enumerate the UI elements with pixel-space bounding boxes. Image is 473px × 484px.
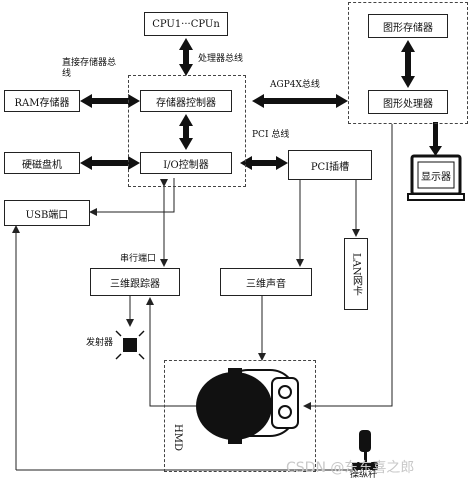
io-controller-block: I/O控制器	[140, 152, 232, 174]
cpu-block: CPU1···CPUn	[144, 12, 228, 36]
pci-bus-arrow	[240, 156, 288, 170]
pci-bus-label: PCI 总线	[252, 130, 290, 140]
lan-card-block: LAN网卡	[344, 238, 368, 310]
hmd-region	[164, 360, 316, 472]
emitter-icon	[115, 330, 145, 360]
joystick-label: 操纵杆	[350, 470, 378, 480]
hdd-label: 硬磁盘机	[22, 159, 62, 171]
usb-port-block: USB端口	[4, 200, 90, 226]
usb-port-label: USB端口	[25, 209, 69, 221]
hmd-icon	[196, 368, 299, 444]
memory-controller-label: 存储器控制器	[156, 97, 216, 109]
chipset-region	[128, 75, 246, 187]
graphics-region	[348, 2, 468, 124]
gfx-hmd-line	[303, 124, 393, 410]
tracker-3d-label: 三维跟踪器	[110, 278, 160, 290]
memory-controller-block: 存储器控制器	[140, 90, 232, 112]
gfx-display-arrow	[429, 122, 442, 156]
sound-3d-label: 三维声音	[246, 278, 286, 290]
graphics-processor-block: 图形处理器	[368, 90, 448, 114]
hmd-tracker-line	[146, 297, 196, 407]
bus-arrows	[80, 38, 442, 170]
display-label: 显示器	[421, 171, 451, 183]
pci-slot-label: PCI插槽	[310, 161, 350, 173]
watermark-text: CSDN @东东喜之郎	[286, 460, 415, 476]
ram-block: RAM存储器	[4, 90, 80, 112]
cpu-bus-label: 处理器总线	[198, 54, 244, 64]
lan-card-label: LAN网卡	[350, 252, 362, 296]
cpu-bus-arrow	[179, 38, 193, 76]
pci-slot-block: PCI插槽	[288, 150, 372, 180]
emitter-label: 发射器	[86, 338, 114, 348]
agp-bus-label: AGP4X总线	[270, 80, 320, 90]
joystick-icon	[352, 430, 378, 470]
io-controller-label: I/O控制器	[163, 159, 209, 171]
graphics-processor-label: 图形处理器	[383, 98, 433, 110]
agp-bus-arrow	[252, 94, 348, 108]
mem-bus-arrow	[80, 94, 140, 108]
ram-label: RAM存储器	[14, 97, 70, 109]
sound-3d-block: 三维声音	[220, 268, 312, 296]
cpu-label: CPU1···CPUn	[152, 18, 220, 30]
hdd-block: 硬磁盘机	[4, 152, 80, 174]
hmd-label: HMD	[172, 424, 183, 451]
display-label-box: 显示器	[420, 164, 452, 186]
tracker-3d-block: 三维跟踪器	[90, 268, 180, 296]
io-usb-line	[89, 178, 175, 216]
thin-connectors	[12, 124, 393, 470]
graphics-memory-block: 图形存储器	[368, 14, 448, 38]
graphics-memory-label: 图形存储器	[383, 22, 433, 34]
mc-io-arrow	[179, 114, 193, 150]
gfx-mem-arrow	[401, 40, 415, 88]
display-monitor-icon	[407, 154, 465, 201]
serial-port-label: 串行端口	[120, 254, 157, 264]
hdd-io-arrow	[80, 156, 140, 170]
mem-bus-label: 直接存储器总线	[62, 58, 117, 79]
